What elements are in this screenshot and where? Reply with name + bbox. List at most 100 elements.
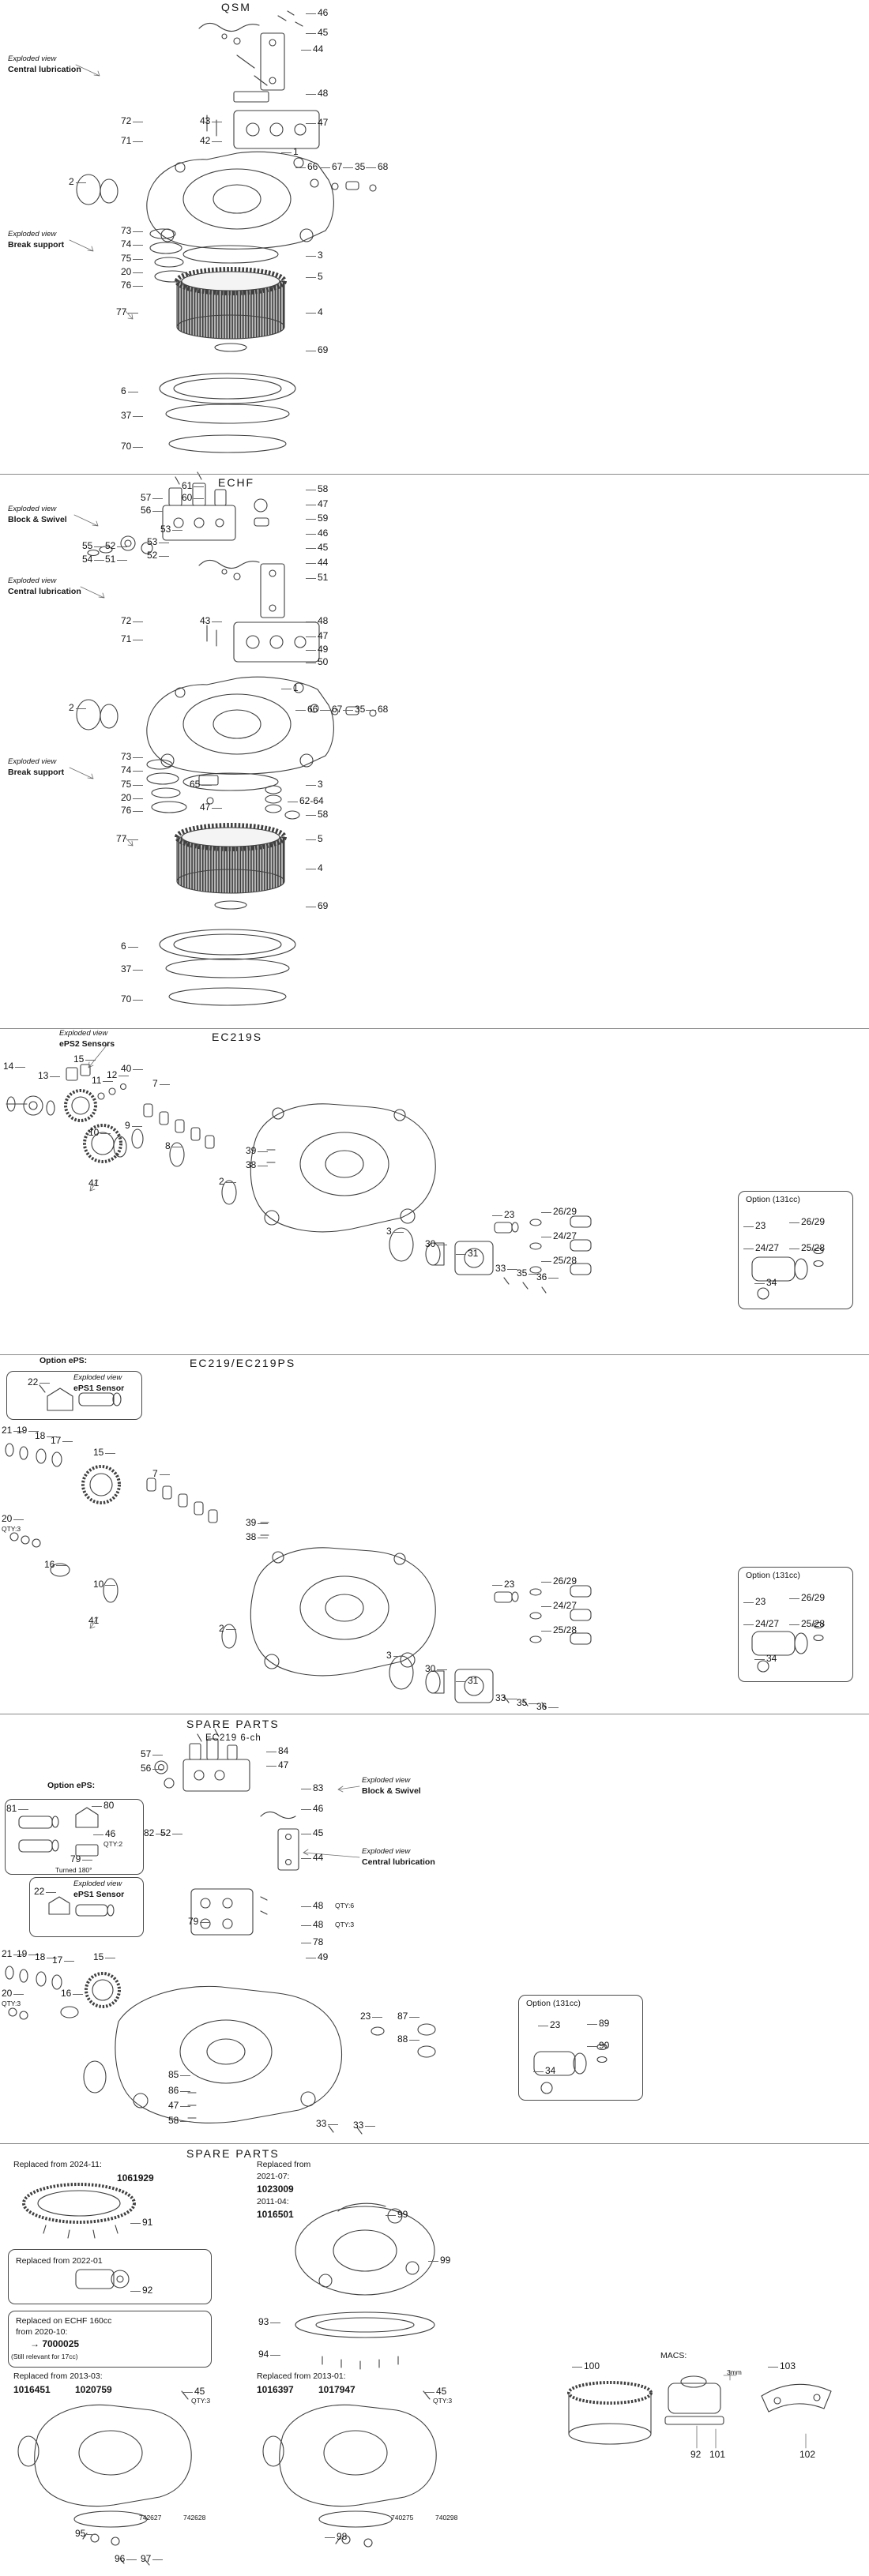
section-title-spare-parts: SPARE PARTS <box>186 2147 280 2160</box>
callout-94: 94 <box>258 2349 282 2360</box>
callout-70: 70 <box>121 441 145 452</box>
callout-31: 31 <box>455 1248 479 1259</box>
callout-33: 33 <box>495 1692 519 1703</box>
callout-15: 15 <box>93 1951 117 1962</box>
callout-35: 35 <box>517 1267 540 1279</box>
callout-18: 18 <box>35 1951 58 1962</box>
callout-10: 10 <box>88 1127 112 1138</box>
callout-19: 19 <box>17 1948 40 1959</box>
callout-7: 7 <box>152 1078 169 1089</box>
section-title-ec219-ec219ps: EC219/EC219PS <box>190 1357 296 1369</box>
callout-22: 22 <box>34 1886 58 1897</box>
callout-1: 1 <box>281 682 299 693</box>
callout-53: 53 <box>160 524 184 535</box>
callout-48: 48 <box>305 88 329 99</box>
label-eps1-sensor: ePS1 Sensor <box>73 1384 125 1393</box>
callout-100: 100 <box>571 2360 600 2371</box>
callout-qty-3: QTY:3 <box>2 1525 21 1533</box>
section-title-ec219s: EC219S <box>212 1031 263 1043</box>
callout-16: 16 <box>61 1988 85 1999</box>
callout-52: 52 <box>147 550 171 561</box>
callout-option-131cc: Option (131cc) <box>526 1999 581 2008</box>
callout-47: 47 <box>265 1759 289 1771</box>
callout-1016451: 1016451 <box>13 2384 51 2395</box>
callout-59: 59 <box>305 513 329 524</box>
callout-87: 87 <box>397 2011 421 2022</box>
callout-48: 48 <box>305 615 329 626</box>
callout-31: 31 <box>455 1675 479 1686</box>
callout-46: 46 <box>305 7 329 18</box>
callout-39: 39 <box>246 1517 269 1528</box>
callout-qty-3: QTY:3 <box>433 2397 453 2405</box>
callout-67: 67 <box>319 161 343 172</box>
callout-47: 47 <box>305 630 329 641</box>
callout-46: 46 <box>92 1828 116 1839</box>
callout-86: 86 <box>168 2085 192 2096</box>
callout-58: 58 <box>305 809 329 820</box>
exploded-view-label: Exploded view <box>8 757 57 766</box>
option-131cc-box <box>738 1191 853 1309</box>
callout-33: 33 <box>353 2120 377 2131</box>
label-eps1-sensor: ePS1 Sensor <box>73 1890 125 1899</box>
callout-88: 88 <box>397 2033 421 2045</box>
callout-78: 78 <box>300 1936 324 1947</box>
callout-34: 34 <box>754 1277 777 1288</box>
callout-47: 47 <box>305 117 329 128</box>
callout-97: 97 <box>141 2553 164 2564</box>
callout-101: 101 <box>709 2449 726 2460</box>
callout-11: 11 <box>92 1075 115 1086</box>
section-title-echf: ECHF <box>218 476 255 489</box>
callout-45: 45 <box>423 2386 447 2397</box>
callout-68: 68 <box>365 704 389 715</box>
callout-6: 6 <box>121 385 137 396</box>
callout-2: 2 <box>219 1176 235 1187</box>
callout-56: 56 <box>141 1763 164 1774</box>
callout-35: 35 <box>342 704 366 715</box>
callout-77: 77 <box>116 833 140 844</box>
callout-15: 15 <box>93 1447 117 1458</box>
callout-20: 20 <box>121 792 145 803</box>
callout-24-27: 24/27 <box>743 1618 780 1629</box>
callout-2021-07: 2021-07: <box>257 2172 290 2181</box>
callout-qty-3: QTY:3 <box>335 1921 355 1928</box>
callout-1016397: 1016397 <box>257 2384 294 2395</box>
callout-37: 37 <box>121 963 145 974</box>
label-central-lubrication: Central lubrication <box>8 65 81 74</box>
callout-44: 44 <box>300 43 324 54</box>
callout-69: 69 <box>305 900 329 911</box>
callout-85: 85 <box>168 2069 192 2080</box>
callout-43: 43 <box>200 615 224 626</box>
callout-2: 2 <box>69 702 85 713</box>
callout-qty-6: QTY:6 <box>335 1902 355 1909</box>
eps1-sensor-box <box>29 1877 144 1937</box>
callout-replaced-from-2024-11: Replaced from 2024-11: <box>13 2160 102 2169</box>
callout-turned-180: Turned 180° <box>55 1866 92 1874</box>
callout-36: 36 <box>536 1271 560 1282</box>
callout-replaced-from: Replaced from <box>257 2160 311 2169</box>
callout-replaced-on-echf-160cc: Replaced on ECHF 160cc <box>16 2316 112 2326</box>
callout-47: 47 <box>305 498 329 509</box>
callout-742627: 742627 <box>139 2514 162 2522</box>
callout-55: 55 <box>82 540 106 551</box>
callout-40: 40 <box>121 1063 145 1074</box>
callout-89: 89 <box>586 2018 610 2029</box>
echf-assembly-drawing <box>69 471 377 1006</box>
label-central-lubrication: Central lubrication <box>8 587 81 596</box>
callout-95: 95 <box>75 2528 99 2539</box>
callout-740298: 740298 <box>435 2514 458 2522</box>
exploded-view-label: Exploded view <box>8 505 57 513</box>
callout-2: 2 <box>219 1623 235 1634</box>
label-eps2-sensors: ePS2 Sensors <box>59 1039 115 1049</box>
callout-25-28: 25/28 <box>540 1255 577 1266</box>
callout-35: 35 <box>342 161 366 172</box>
callout-21: 21 <box>2 1948 25 1959</box>
callout-66: 66 <box>295 161 318 172</box>
callout-61: 61 <box>182 480 205 491</box>
replaced-echf-box <box>8 2311 212 2368</box>
callout-30: 30 <box>425 1663 449 1674</box>
exploded-view-label: Exploded view <box>8 576 57 585</box>
callout-2011-04: 2011-04: <box>257 2197 289 2206</box>
callout-41: 41 <box>88 1615 100 1626</box>
callout-102: 102 <box>799 2449 816 2460</box>
callout-25-28: 25/28 <box>788 1618 826 1629</box>
